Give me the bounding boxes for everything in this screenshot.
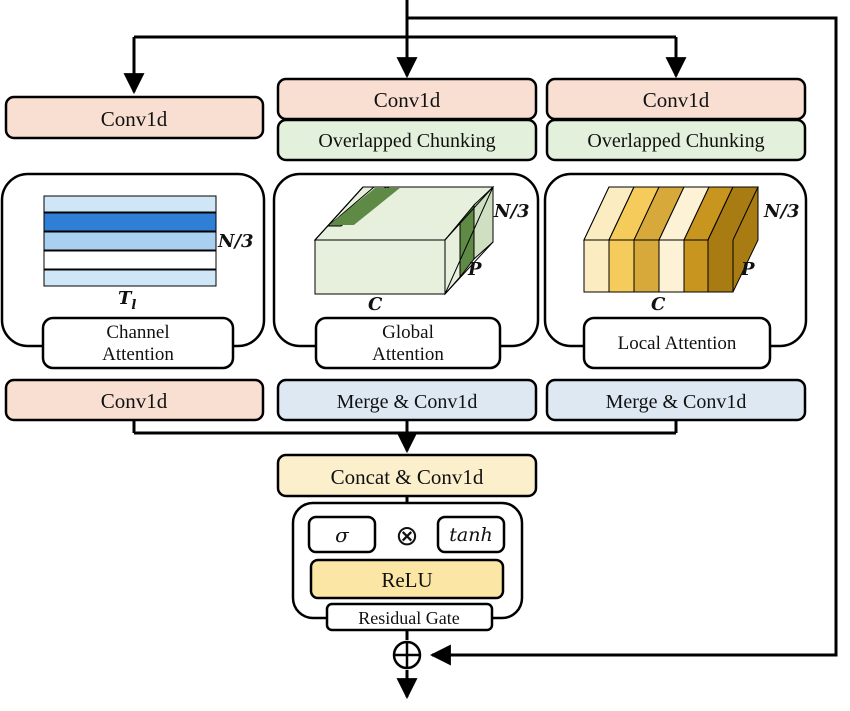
global-attention-label-line2: Attention <box>372 344 444 365</box>
local-merge-conv <box>545 378 807 422</box>
residual-add-icon <box>392 640 422 670</box>
global-dim-c: C <box>368 294 383 315</box>
global-attention-box <box>314 316 502 370</box>
multiply-icon: ⊗ <box>395 519 418 552</box>
global-conv-top-label: Conv1d <box>374 88 441 112</box>
relu-box <box>309 558 505 600</box>
local-dim-c: C <box>651 294 666 315</box>
local-attention-box <box>582 316 772 370</box>
sigma-box <box>307 515 377 554</box>
connector-lines <box>123 0 838 700</box>
local-dim-p: P <box>740 259 755 280</box>
channel-branch: Conv1d N/3 Tl Channel Attention Conv1d <box>0 95 266 422</box>
local-conv-top-label: Conv1d <box>643 88 710 112</box>
global-branch: Conv1d Overlapped Chunking N/3 <box>272 77 540 422</box>
channel-conv-bottom <box>4 378 265 422</box>
global-merge-label: Merge & Conv1d <box>337 391 478 413</box>
channel-dim-t: Tl <box>118 288 136 313</box>
gate-label-box <box>325 602 494 632</box>
tanh-box <box>436 515 506 554</box>
channel-dim-n: N/3 <box>217 231 254 252</box>
global-dim-n: N/3 <box>493 201 530 222</box>
local-chunking-label: Overlapped Chunking <box>587 130 764 152</box>
channel-conv-bottom-label: Conv1d <box>101 389 168 413</box>
channel-feature-stack <box>43 195 217 287</box>
local-chunking <box>545 118 807 162</box>
local-branch: Conv1d Overlapped Chunking <box>543 77 808 422</box>
concat-conv-label: Concat & Conv1d <box>331 465 484 489</box>
global-attention-label-line1: Global <box>382 322 434 343</box>
channel-attention-label-line1: Channel <box>106 322 169 343</box>
global-dim-p: P <box>467 259 482 280</box>
local-dim-n: N/3 <box>763 201 800 222</box>
local-attention-label: Local Attention <box>618 333 737 354</box>
global-chunking-label: Overlapped Chunking <box>318 130 495 152</box>
local-feature-blocks <box>583 186 759 293</box>
channel-attention-box <box>41 316 235 370</box>
concat-conv-box <box>276 453 538 498</box>
local-merge-label: Merge & Conv1d <box>606 391 747 413</box>
residual-gate: σ ⊗ tanh ReLU Residual Gate <box>291 501 524 632</box>
channel-attention-label-line2: Attention <box>102 344 174 365</box>
relu-label: ReLU <box>381 568 432 592</box>
sigma-symbol: σ <box>335 523 350 547</box>
residual-skip-line <box>407 16 838 666</box>
global-feature-cube <box>313 185 495 296</box>
global-chunking <box>276 118 538 162</box>
channel-conv-top <box>4 95 265 140</box>
global-merge-conv <box>276 378 538 422</box>
tanh-label: tanh <box>449 524 492 546</box>
gate-label: Residual Gate <box>358 608 459 628</box>
channel-conv-top-label: Conv1d <box>101 107 168 131</box>
